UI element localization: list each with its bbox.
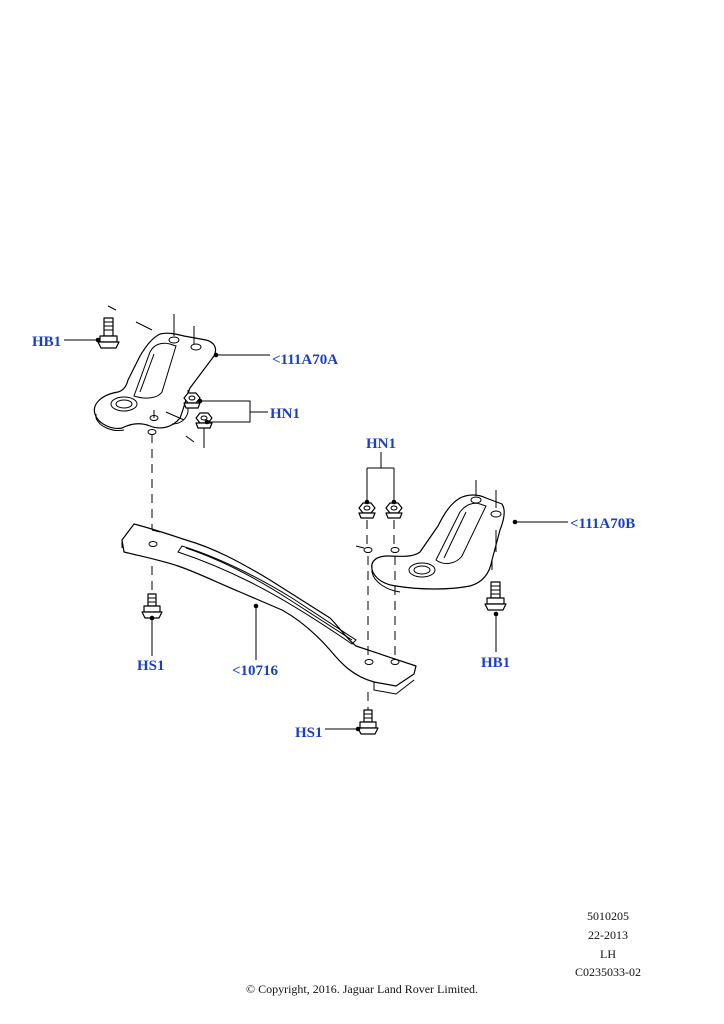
leader-lines — [64, 337, 568, 732]
bolt-hs1-left[interactable] — [141, 593, 163, 619]
copyright-notice: © Copyright, 2016. Jaguar Land Rover Lim… — [245, 982, 479, 996]
bolt-hb1-left[interactable] — [97, 317, 120, 349]
nut-hn1-right-2[interactable] — [385, 502, 403, 519]
callout-hb1-right[interactable]: HB1 — [481, 655, 510, 671]
callout-crossmember-10716[interactable]: <10716 — [232, 663, 279, 679]
diagram-side: LH — [600, 947, 616, 961]
nut-hn1-left-1[interactable] — [183, 392, 201, 409]
callout-hs1-bottom[interactable]: HS1 — [295, 725, 323, 741]
bracket-111a70b[interactable] — [363, 494, 505, 593]
callout-hb1-left[interactable]: HB1 — [32, 334, 61, 350]
bolt-hb1-right[interactable] — [484, 581, 507, 611]
nut-hn1-right-1[interactable] — [358, 502, 376, 519]
diagram-reference: C0235033-02 — [575, 965, 641, 979]
callout-hn1-right[interactable]: HN1 — [366, 436, 396, 452]
bolt-hs1-bottom[interactable] — [357, 709, 379, 735]
callout-hn1-left[interactable]: HN1 — [270, 406, 300, 422]
nut-hn1-left-2[interactable] — [195, 412, 213, 429]
diagram-date: 22-2013 — [588, 928, 628, 942]
callout-hs1-left[interactable]: HS1 — [137, 658, 165, 674]
callout-bracket-111a70b[interactable]: <111A70B — [570, 516, 635, 532]
callout-bracket-111a70a[interactable]: <111A70A — [272, 352, 338, 368]
crossmember-10716[interactable] — [121, 523, 417, 695]
diagram-code: 5010205 — [587, 909, 629, 923]
